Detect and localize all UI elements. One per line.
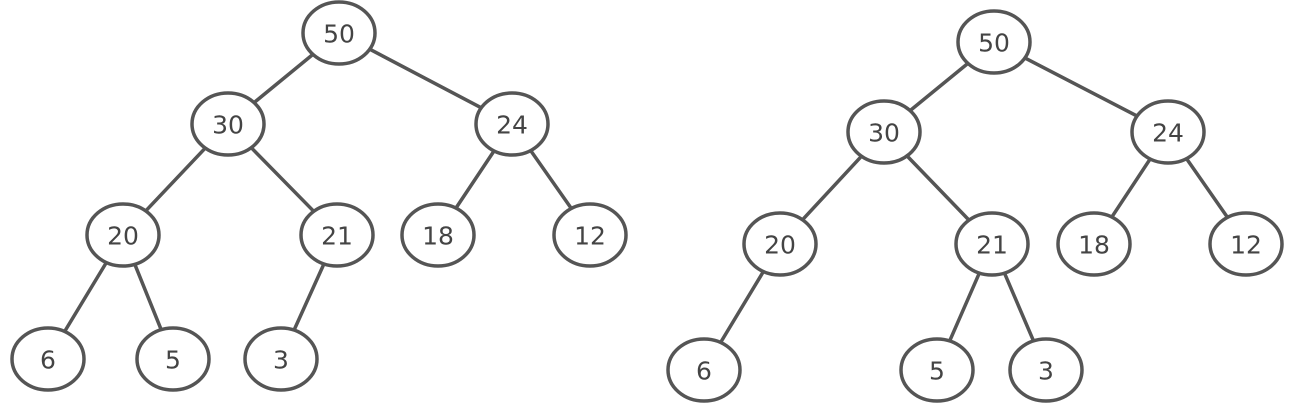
- node-20: 20: [85, 202, 161, 268]
- node-label: 24: [496, 111, 528, 140]
- node-circle: [474, 91, 550, 157]
- node-circle: [666, 337, 742, 403]
- node-label: 21: [976, 231, 1008, 260]
- edge-24-12: [1184, 156, 1230, 220]
- node-label: 50: [323, 20, 355, 49]
- node-label: 30: [868, 119, 900, 148]
- right-tree: 50 30 24 20 21 18 12 6 5 3: [666, 9, 1284, 403]
- node-label: 6: [40, 346, 56, 375]
- node-label: 5: [165, 346, 181, 375]
- node-circle: [1056, 211, 1132, 277]
- node-circle: [899, 337, 975, 403]
- node-circle: [1008, 337, 1084, 403]
- node-label: 12: [1230, 231, 1262, 260]
- node-label: 12: [574, 222, 606, 251]
- node-circle: [400, 202, 476, 268]
- node-30: 30: [190, 91, 266, 157]
- edge-30-20: [800, 154, 864, 222]
- node-circle: [10, 326, 86, 392]
- node-18: 18: [400, 202, 476, 268]
- edge-30-21: [905, 154, 971, 222]
- node-circle: [1208, 211, 1284, 277]
- node-label: 20: [764, 231, 796, 260]
- edge-30-21: [249, 145, 316, 214]
- node-circle: [243, 326, 319, 392]
- edge-24-18: [1110, 157, 1152, 219]
- edge-50-24: [367, 47, 484, 110]
- node-label: 5: [929, 357, 945, 386]
- node-label: 24: [1152, 119, 1184, 148]
- node-circle: [742, 211, 818, 277]
- edge-24-12: [528, 148, 574, 211]
- left-tree: 50 30 24 20 21 18 12 6 5 3: [10, 0, 628, 392]
- node-50: 50: [956, 9, 1032, 75]
- node-label: 18: [422, 222, 454, 251]
- node-label: 50: [978, 29, 1010, 58]
- node-21: 21: [954, 211, 1030, 277]
- node-6: 6: [10, 326, 86, 392]
- edge-21-3: [1002, 271, 1036, 343]
- node-12: 12: [1208, 211, 1284, 277]
- node-circle: [846, 99, 922, 165]
- node-circle: [85, 202, 161, 268]
- edge-20-6: [62, 260, 109, 334]
- node-label: 3: [273, 346, 289, 375]
- node-3: 3: [1008, 337, 1084, 403]
- edge-50-30: [252, 52, 315, 105]
- edge-50-30: [908, 61, 970, 113]
- node-50: 50: [301, 0, 377, 66]
- node-circle: [190, 91, 266, 157]
- node-3: 3: [243, 326, 319, 392]
- node-label: 30: [212, 111, 244, 140]
- node-circle: [299, 202, 375, 268]
- edge-30-20: [143, 146, 208, 213]
- edge-20-5: [133, 262, 163, 332]
- node-circle: [135, 326, 211, 392]
- node-12: 12: [552, 202, 628, 268]
- node-18: 18: [1056, 211, 1132, 277]
- node-label: 3: [1038, 357, 1054, 386]
- edge-21-3: [292, 262, 326, 332]
- edge-24-18: [454, 149, 496, 210]
- edge-50-24: [1023, 56, 1139, 118]
- node-circle: [956, 9, 1032, 75]
- node-label: 6: [696, 357, 712, 386]
- edge-20-6: [718, 269, 766, 345]
- node-label: 20: [107, 222, 139, 251]
- node-24: 24: [1130, 99, 1206, 165]
- node-21: 21: [299, 202, 375, 268]
- node-5: 5: [135, 326, 211, 392]
- node-circle: [1130, 99, 1206, 165]
- node-label: 21: [321, 222, 353, 251]
- node-circle: [552, 202, 628, 268]
- node-5: 5: [899, 337, 975, 403]
- node-circle: [954, 211, 1030, 277]
- node-6: 6: [666, 337, 742, 403]
- node-30: 30: [846, 99, 922, 165]
- node-20: 20: [742, 211, 818, 277]
- edge-21-5: [947, 271, 982, 343]
- node-24: 24: [474, 91, 550, 157]
- node-label: 18: [1078, 231, 1110, 260]
- node-circle: [301, 0, 377, 66]
